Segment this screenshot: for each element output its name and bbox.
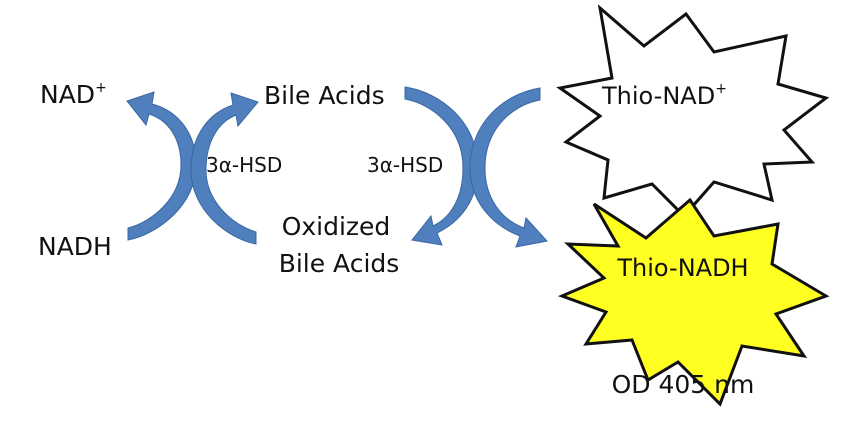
arrow-thio-nad-to-thio-nadh-icon xyxy=(469,87,548,248)
nadh-label: NADH xyxy=(38,232,112,261)
arrow-bile-to-oxidized-icon xyxy=(404,86,479,246)
enzyme-left-label: 3α-HSD xyxy=(206,153,282,177)
thio-nad-plus-burst-icon xyxy=(556,4,830,219)
oxidized-line1-label: Oxidized xyxy=(282,212,391,241)
od-readout-label: OD 405 nm xyxy=(612,370,755,399)
arrow-oxidized-to-bile-left-icon xyxy=(190,92,259,245)
thio-nad-plus-superscript: + xyxy=(715,81,727,97)
nad-plus-superscript: + xyxy=(95,80,107,96)
oxidized-line2-label: Bile Acids xyxy=(279,249,400,278)
thio-nadh-burst-icon xyxy=(557,197,830,407)
thio-nadh-label: Thio-NADH xyxy=(616,254,748,282)
nad-plus-label: NAD+ xyxy=(40,80,107,109)
arrow-nadh-to-nad-icon xyxy=(126,91,197,241)
thio-nad-plus-label: Thio-NAD+ xyxy=(601,81,727,110)
enzyme-right-label: 3α-HSD xyxy=(367,153,443,177)
bile-acids-label: Bile Acids xyxy=(264,81,385,110)
